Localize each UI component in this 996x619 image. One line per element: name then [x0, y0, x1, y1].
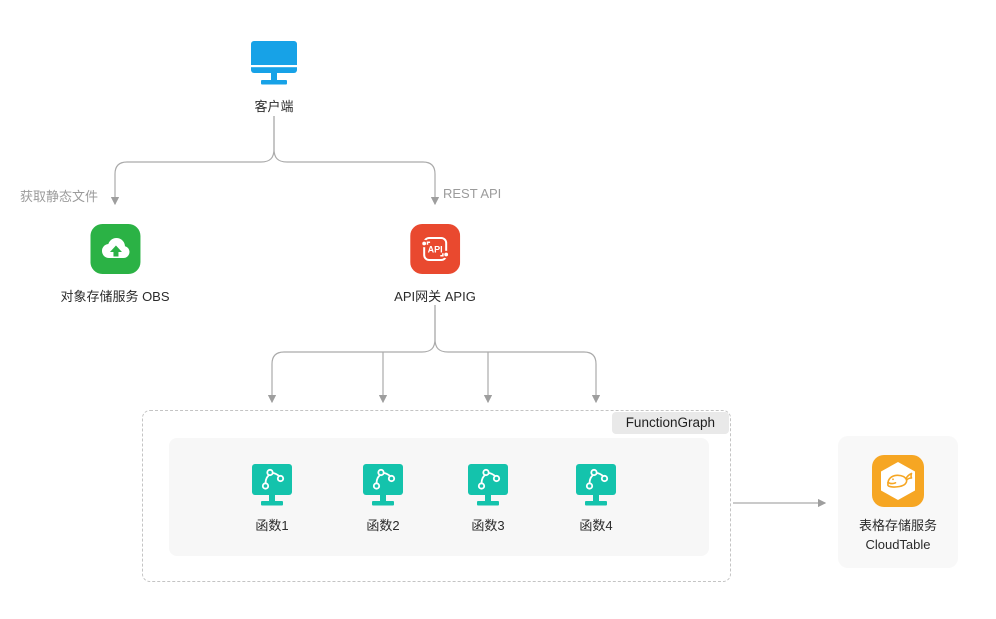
edge-client-to-obs [110, 116, 275, 206]
cloudtable-card: 表格存储服务 CloudTable [838, 436, 958, 568]
client-monitor-icon [251, 41, 297, 85]
function-monitor-icon [252, 464, 292, 506]
edge-apig-to-function1 [267, 305, 436, 404]
function-label: 函数2 [366, 518, 400, 533]
edge-label-get-static-files: 获取静态文件 [20, 189, 99, 204]
function-label: 函数3 [471, 518, 505, 533]
client-label: 客户端 [254, 99, 294, 114]
functiongraph-inner-panel [169, 438, 709, 556]
functiongraph-label: FunctionGraph [625, 415, 715, 430]
functiongraph-box: FunctionGraph [142, 410, 731, 582]
apig-node: API API网关 APIG [394, 224, 476, 305]
functiongraph-tab: FunctionGraph [611, 412, 729, 434]
apig-label: API网关 APIG [394, 289, 476, 304]
function-node-1: 函数1 [249, 463, 295, 534]
apig-icon-text: API [427, 244, 442, 254]
edge-label-rest-api: REST API [443, 186, 502, 201]
obs-label: 对象存储服务 OBS [60, 289, 170, 304]
edge-apig-to-function4 [434, 305, 601, 404]
function-monitor-icon [576, 464, 616, 506]
function-node-2: 函数2 [360, 463, 406, 534]
function-monitor-icon [363, 464, 403, 506]
cloudtable-label-line2: CloudTable [865, 537, 931, 552]
cloudtable-label-line1: 表格存储服务 [858, 518, 937, 533]
function-monitor-icon [468, 464, 508, 506]
function-label: 函数1 [255, 518, 289, 533]
edge-client-to-apig [273, 116, 440, 206]
function-node-4: 函数4 [573, 463, 619, 534]
function-label: 函数4 [579, 518, 613, 533]
function-node-3: 函数3 [465, 463, 511, 534]
obs-node: 对象存储服务 OBS [60, 224, 170, 305]
obs-cloud-upload-icon [89, 224, 140, 274]
apig-api-icon: API [409, 224, 460, 274]
cloudtable-whale-icon [872, 455, 924, 507]
client-node: 客户端 [250, 40, 298, 115]
